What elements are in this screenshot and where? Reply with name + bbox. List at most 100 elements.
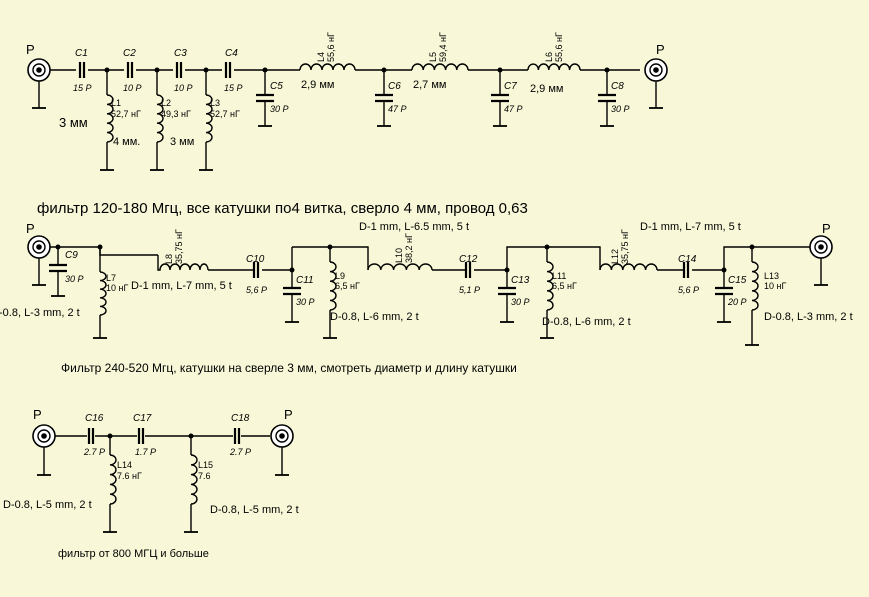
component-label: L6 xyxy=(544,52,554,62)
component-label: C2 xyxy=(123,48,136,59)
component-value: 10 P xyxy=(174,83,193,93)
component-value: 20 P xyxy=(727,297,747,307)
port-connector-icon xyxy=(270,424,294,448)
inductor-coil-icon xyxy=(109,454,198,505)
component-value: 10 нГ xyxy=(764,281,786,291)
winding-note: D-0.8, L-3 mm, 2 t xyxy=(764,311,853,323)
winding-note: 3 мм xyxy=(170,136,194,148)
winding-note: D-0.8, L-5 mm, 2 t xyxy=(210,504,299,516)
component-label: C6 xyxy=(388,81,401,92)
component-value: 52,7 нГ xyxy=(210,109,240,119)
component-label: L14 xyxy=(117,460,132,470)
component-value: 49,3 нГ xyxy=(161,109,191,119)
component-label: L2 xyxy=(161,98,171,108)
component-value: 6,5 нГ xyxy=(552,281,577,291)
component-label: C11 xyxy=(296,275,314,286)
component-label: C16 xyxy=(85,413,104,424)
filter-caption: Фильтр 240-520 Мгц, катушки на сверле 3 … xyxy=(61,361,517,375)
component-label: L8 xyxy=(164,254,174,264)
component-value: 1.7 P xyxy=(135,447,156,457)
component-value: 30 P xyxy=(296,297,315,307)
component-label: C8 xyxy=(611,81,624,92)
port-label: P xyxy=(26,42,35,57)
component-value: 7.6 нГ xyxy=(117,471,142,481)
component-value: 10 P xyxy=(123,83,142,93)
winding-note: D-1 mm, L-7 mm, 5 t xyxy=(131,280,232,292)
component-value: 10 нГ xyxy=(106,283,128,293)
component-value: 30 P xyxy=(511,297,530,307)
component-value: 6,5 нГ xyxy=(335,281,360,291)
port-connector-icon xyxy=(809,235,833,259)
component-label: L3 xyxy=(210,98,220,108)
component-label: C12 xyxy=(459,254,478,265)
port-connector-icon xyxy=(32,424,56,448)
component-value: 2.7 P xyxy=(83,447,105,457)
filter-caption: фильтр от 800 МГЦ и больше xyxy=(58,548,209,560)
component-value: 15 P xyxy=(224,83,243,93)
port-label: P xyxy=(33,407,42,422)
filter-1: P P C1 15 P C2 10 P C3 10 P C4 15 P L1 5… xyxy=(26,32,668,217)
winding-note: D-1 mm, L-7 mm, 5 t xyxy=(640,221,741,233)
component-label: L5 xyxy=(428,52,438,62)
winding-note: 2,9 мм xyxy=(530,83,563,95)
winding-note: -0.8, L-3 mm, 2 t xyxy=(0,307,80,319)
component-label: C4 xyxy=(225,48,238,59)
component-label: C17 xyxy=(133,413,152,424)
component-value: 47 P xyxy=(388,104,407,114)
port-connector-icon xyxy=(644,58,668,82)
component-label: C14 xyxy=(678,254,697,265)
port-connector-icon xyxy=(27,235,51,259)
component-label: L4 xyxy=(316,52,326,62)
component-value: 30 P xyxy=(270,104,289,114)
component-value: 52,7 нГ xyxy=(111,109,141,119)
component-label: C15 xyxy=(728,275,747,286)
winding-note: 3 мм xyxy=(59,115,88,130)
inductor-coil-icon xyxy=(106,94,213,143)
component-label: L10 xyxy=(394,248,404,263)
component-value: 59,4 нГ xyxy=(438,32,448,62)
component-label: C7 xyxy=(504,81,517,92)
inductor-coil-icon xyxy=(157,255,658,271)
port-label: P xyxy=(656,42,665,57)
port-label: P xyxy=(284,407,293,422)
component-label: C3 xyxy=(174,48,187,59)
component-value: 55,6 нГ xyxy=(554,32,564,62)
component-value: 47 P xyxy=(504,104,523,114)
component-label: C1 xyxy=(75,48,88,59)
component-value: 35,75 нГ xyxy=(620,229,630,264)
component-value: 5,6 P xyxy=(678,285,699,295)
component-label: C9 xyxy=(65,250,78,261)
component-value: 7.6 xyxy=(198,471,211,481)
component-label: C13 xyxy=(511,275,530,286)
winding-note: 2,7 мм xyxy=(413,79,446,91)
component-label: L9 xyxy=(335,271,345,281)
component-label: C5 xyxy=(270,81,283,92)
component-label: L1 xyxy=(111,98,121,108)
winding-note: 2,9 мм xyxy=(301,79,334,91)
component-value: 38,2 нГ xyxy=(404,233,414,263)
component-label: C10 xyxy=(246,254,265,265)
component-label: L13 xyxy=(764,271,779,281)
winding-note: D-0.8, L-6 mm, 2 t xyxy=(542,316,631,328)
component-value: 55,6 нГ xyxy=(326,32,336,62)
port-label: P xyxy=(26,221,35,236)
component-value: 30 P xyxy=(611,104,630,114)
filter-2: P P C9 30 P L7 10 нГ -0.8, L-3 mm, 2 t L… xyxy=(0,221,853,375)
component-value: 30 P xyxy=(65,274,84,284)
component-value: 5,6 P xyxy=(246,285,267,295)
winding-note: D-0.8, L-6 mm, 2 t xyxy=(330,311,419,323)
component-label: L11 xyxy=(552,271,566,281)
component-label: L7 xyxy=(106,273,116,283)
port-label: P xyxy=(822,221,831,236)
component-value: 5,1 P xyxy=(459,285,480,295)
component-label: L12 xyxy=(610,249,620,264)
component-label: L15 xyxy=(198,460,213,470)
inductor-coil-icon xyxy=(299,63,581,71)
component-value: 15 P xyxy=(73,83,92,93)
winding-note: D-1 mm, L-6.5 mm, 5 t xyxy=(359,221,469,233)
winding-note: D-0.8, L-5 mm, 2 t xyxy=(3,499,92,511)
port-connector-icon xyxy=(27,58,51,82)
filter-3: P P C16 2.7 P C17 1.7 P C18 2.7 P L14 7.… xyxy=(3,407,299,560)
component-label: C18 xyxy=(231,413,250,424)
component-value: 2.7 P xyxy=(229,447,251,457)
